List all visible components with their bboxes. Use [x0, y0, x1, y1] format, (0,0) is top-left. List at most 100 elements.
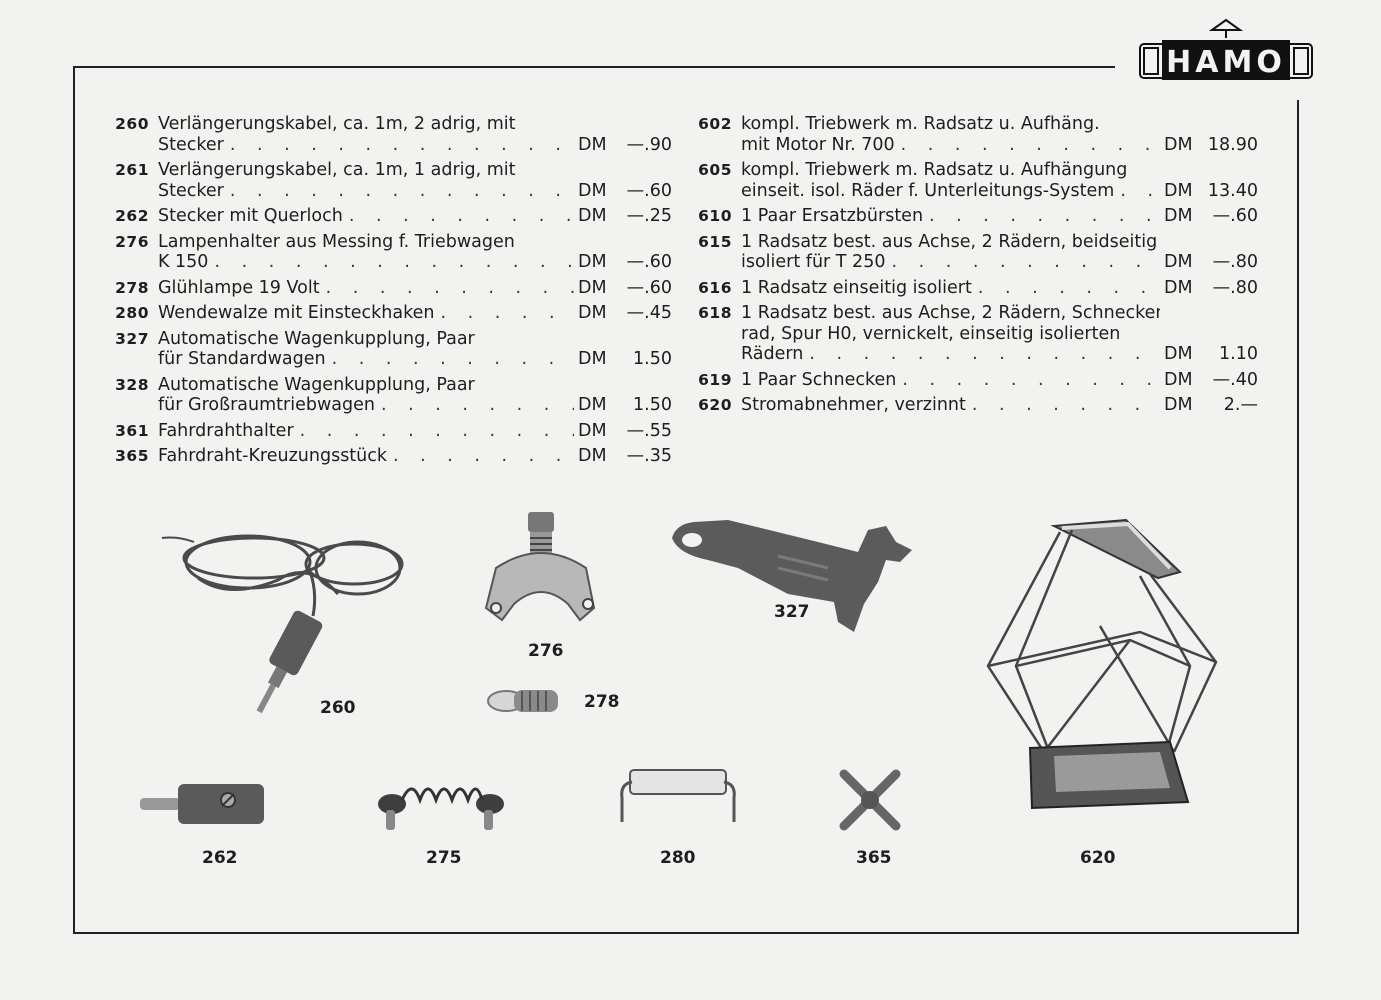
description-line: Fahrdraht-Kreuzungsstück. . . . . . . . … — [158, 446, 574, 467]
price-amount: —.80 — [1212, 252, 1258, 272]
price-currency: DM — [1164, 180, 1193, 201]
caption-365: 365 — [856, 848, 892, 868]
item-number: 280 — [115, 304, 149, 322]
item-price: DM—.60 — [574, 278, 672, 299]
price-currency: DM — [578, 395, 607, 415]
description-line: 1 Radsatz best. aus Achse, 2 Rädern, Sch… — [741, 303, 1160, 324]
description-line: Automatische Wagenkupplung, Paar — [158, 329, 574, 350]
caption-276: 276 — [528, 641, 564, 661]
description-text: Automatische Wagenkupplung, Paar — [158, 374, 475, 395]
description-line: 1 Radsatz einseitig isoliert. . . . . . … — [741, 278, 1160, 299]
description-line: Wendewalze mit Einsteckhaken. . . . . . … — [158, 303, 574, 324]
description-line: für Standardwagen. . . . . . . . . . . .… — [158, 349, 574, 370]
item-price: DM 1.50 — [574, 395, 672, 416]
price-currency: DM — [578, 206, 607, 226]
leader-dots: . . . . . . . . . . . . . . . . . . . . — [440, 303, 574, 323]
price-amount: 1.50 — [633, 349, 672, 369]
item-price: DM—.90 — [574, 135, 672, 156]
price-entry: 365 Fahrdraht-Kreuzungsstück. . . . . . .… — [110, 446, 672, 467]
lamp-holder-illustration — [484, 512, 596, 622]
description-line: isoliert für T 250. . . . . . . . . . . … — [741, 252, 1160, 273]
price-amount: 13.40 — [1207, 180, 1258, 201]
item-description: 1 Radsatz einseitig isoliert. . . . . . … — [741, 278, 1160, 299]
description-text: Verlängerungskabel, ca. 1m, 2 adrig, mit — [158, 114, 516, 134]
item-price: DM—.40 — [1160, 370, 1258, 391]
price-currency: DM — [1164, 344, 1193, 364]
description-line: einseit. isol. Räder f. Unterleitungs-Sy… — [741, 181, 1160, 202]
description-line: 1 Paar Ersatzbürsten. . . . . . . . . . … — [741, 206, 1160, 227]
description-text: Fahrdraht-Kreuzungsstück — [158, 446, 388, 466]
description-text: Stecker — [158, 134, 224, 155]
caption-275: 275 — [426, 848, 462, 868]
description-text: 1 Radsatz best. aus Achse, 2 Rädern, Sch… — [741, 303, 1160, 323]
caption-278: 278 — [584, 692, 620, 712]
item-price: DM—.80 — [1160, 252, 1258, 273]
description-text: Fahrdrahthalter — [158, 420, 294, 441]
item-number: 616 — [698, 278, 732, 297]
leader-dots: . . . . . . . . . . . . . . . . . . . . — [902, 369, 1160, 390]
price-currency: DM — [1164, 277, 1193, 298]
item-price: DM—.60 — [574, 252, 672, 273]
price-amount: —.60 — [626, 180, 672, 201]
leader-dots: . . . . . . . . . . . . . . . . . . . . — [891, 252, 1160, 272]
price-entry: 610 1 Paar Ersatzbürsten. . . . . . . . .… — [693, 206, 1258, 227]
item-description: kompl. Triebwerk m. Radsatz u. Aufhäng.m… — [741, 114, 1160, 155]
description-line: 1 Paar Schnecken. . . . . . . . . . . . … — [741, 370, 1160, 391]
price-amount: —.40 — [1212, 369, 1258, 390]
price-amount: 1.50 — [633, 395, 672, 415]
leader-dots: . . . . . . . . . . . . . . . . . . . . — [1120, 180, 1160, 201]
description-line: Verlängerungskabel, ca. 1m, 2 adrig, mit — [158, 114, 574, 135]
item-price: DM—.60 — [574, 181, 672, 202]
item-number: 620 — [698, 396, 732, 414]
description-text: für Großraumtriebwagen — [158, 395, 375, 415]
item-number: 260 — [115, 115, 149, 133]
description-text: 1 Radsatz einseitig isoliert — [741, 277, 972, 298]
description-text: isoliert für T 250 — [741, 252, 886, 272]
item-price: DM—.55 — [574, 421, 672, 442]
item-number: 365 — [115, 447, 149, 465]
item-number: 610 — [698, 207, 732, 225]
item-price: DM—.35 — [574, 446, 672, 467]
price-currency: DM — [578, 277, 607, 298]
leader-dots: . . . . . . . . . . . . . . . . . . . . — [214, 252, 574, 272]
price-currency: DM — [578, 134, 607, 155]
description-text: 1 Paar Schnecken — [741, 369, 897, 390]
plug-illustration — [140, 784, 264, 824]
item-price: DM 18.90 — [1160, 135, 1258, 156]
item-number: 361 — [115, 421, 149, 440]
price-entry: 280 Wendewalze mit Einsteckhaken. . . . .… — [110, 303, 672, 324]
description-line: Stromabnehmer, verzinnt. . . . . . . . .… — [741, 395, 1160, 416]
item-description: 1 Radsatz best. aus Achse, 2 Rädern, Sch… — [741, 303, 1160, 365]
extension-cable-illustration — [161, 534, 404, 714]
caption-280: 280 — [660, 848, 696, 868]
crossing-piece-illustration — [839, 769, 901, 831]
description-line: für Großraumtriebwagen. . . . . . . . . … — [158, 395, 574, 416]
coupling-illustration — [672, 520, 912, 632]
item-number: 261 — [115, 161, 149, 179]
price-currency: DM — [578, 349, 607, 369]
leader-dots: . . . . . . . . . . . . . . . . . . . . — [229, 180, 574, 201]
price-entry: 260 Verlängerungskabel, ca. 1m, 2 adrig, … — [110, 114, 672, 155]
frame-top-line — [73, 66, 1115, 68]
price-currency: DM — [1164, 134, 1193, 155]
leader-dots: . . . . . . . . . . . . . . . . . . . . — [380, 395, 574, 415]
price-entry: 620 Stromabnehmer, verzinnt. . . . . . . … — [693, 395, 1258, 416]
description-text: Wendewalze mit Einsteckhaken — [158, 303, 435, 323]
caption-262: 262 — [202, 848, 238, 868]
frame-bottom-line — [73, 932, 1299, 934]
item-number: 276 — [115, 232, 149, 251]
bulb-illustration — [487, 690, 558, 712]
description-line: Fahrdrahthalter. . . . . . . . . . . . .… — [158, 421, 574, 442]
description-line: K 150. . . . . . . . . . . . . . . . . .… — [158, 252, 574, 273]
item-description: Verlängerungskabel, ca. 1m, 2 adrig, mit… — [158, 114, 574, 155]
description-text: Stecker — [158, 180, 224, 201]
item-description: 1 Paar Schnecken. . . . . . . . . . . . … — [741, 370, 1160, 391]
price-amount: 18.90 — [1207, 134, 1258, 155]
